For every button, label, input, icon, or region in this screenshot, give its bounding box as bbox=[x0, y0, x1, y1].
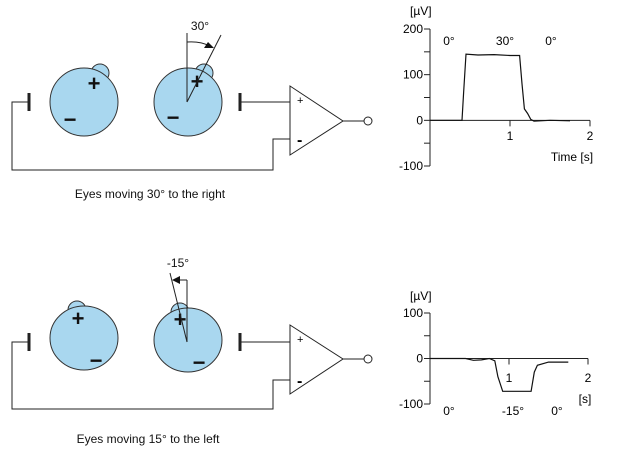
eye-minus: − bbox=[193, 350, 206, 375]
eog-signal-line bbox=[430, 357, 569, 392]
x-axis-label: Time [s] bbox=[551, 150, 593, 164]
eog-signal-line bbox=[430, 53, 571, 122]
y-tick-label: 0 bbox=[416, 113, 423, 127]
eye-plus: + bbox=[72, 306, 85, 331]
x-axis-label: [s] bbox=[579, 392, 592, 406]
eye-minus: − bbox=[64, 107, 77, 132]
x-tick-label: 1 bbox=[506, 371, 513, 385]
angle-annotation: 0° bbox=[551, 404, 563, 418]
gaze-line bbox=[169, 272, 188, 343]
y-tick-label: 0 bbox=[416, 352, 423, 366]
y-axis-label: [µV] bbox=[410, 4, 432, 18]
amp-plus: + bbox=[297, 95, 303, 107]
right-eye bbox=[153, 67, 223, 137]
arrow-icon bbox=[204, 42, 214, 48]
angle-label: -15° bbox=[167, 256, 189, 270]
y-tick-label: -100 bbox=[399, 159, 423, 173]
eye-plus: + bbox=[88, 71, 101, 96]
arrow-icon bbox=[172, 276, 180, 284]
top-chart: 200 100 0 -100 1 2 [µV] Time [s] 0° 30° 0° bbox=[399, 4, 594, 173]
x-tick-label: 2 bbox=[585, 371, 592, 385]
bottom-chart: 100 0 -100 1 2 [µV] [s] 0° -15° 0° bbox=[399, 289, 592, 418]
angle-annotation: 0° bbox=[443, 34, 455, 48]
angle-annotation: 0° bbox=[545, 34, 557, 48]
eye-minus: − bbox=[90, 348, 103, 373]
amp-minus: - bbox=[297, 132, 302, 149]
y-tick-label: 100 bbox=[403, 306, 423, 320]
top-circuit: + − + − 30° + - Eyes moving 30° to the r… bbox=[11, 19, 373, 201]
bottom-circuit: + − + − -15° + - Eyes moving 15° to the … bbox=[11, 256, 373, 446]
amp-plus: + bbox=[297, 334, 303, 346]
wire-ground bbox=[11, 341, 290, 410]
y-tick-label: 100 bbox=[403, 68, 423, 82]
angle-annotation: 30° bbox=[496, 34, 514, 48]
y-tick-label: -100 bbox=[399, 397, 423, 411]
amp-minus: - bbox=[297, 373, 302, 390]
amplifier bbox=[289, 85, 344, 156]
right-eye bbox=[153, 307, 223, 373]
y-axis-label: [µV] bbox=[410, 289, 432, 303]
left-eye bbox=[49, 305, 119, 371]
y-tick-label: 200 bbox=[403, 22, 423, 36]
angle-label: 30° bbox=[191, 19, 209, 33]
amplifier bbox=[289, 324, 344, 395]
eye-minus: − bbox=[167, 105, 180, 130]
eye-plus: + bbox=[174, 307, 187, 332]
x-tick-label: 1 bbox=[507, 129, 514, 143]
output-terminal bbox=[363, 116, 373, 126]
left-eye bbox=[49, 67, 119, 137]
caption: Eyes moving 30° to the right bbox=[75, 187, 226, 201]
angle-annotation: -15° bbox=[502, 404, 524, 418]
wire-ground bbox=[11, 101, 290, 171]
caption: Eyes moving 15° to the left bbox=[77, 432, 221, 446]
angle-annotation: 0° bbox=[443, 404, 455, 418]
x-tick-label: 2 bbox=[587, 129, 594, 143]
output-terminal bbox=[363, 354, 373, 364]
gaze-line bbox=[186, 34, 222, 103]
